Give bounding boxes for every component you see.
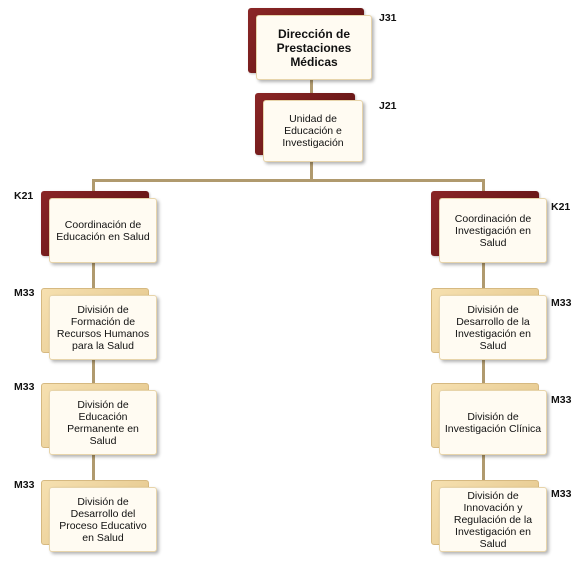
node-division-desarrollo-educativo[interactable]: División de Desarrollo del Proceso Educa… xyxy=(41,480,157,552)
connector-right-column xyxy=(482,262,485,487)
code-division-innovacion: M33 xyxy=(551,488,572,500)
code-division-formacion: M33 xyxy=(14,287,35,299)
node-division-educacion-permanente-label: División de Educación Permanente en Salu… xyxy=(49,390,157,455)
node-director-label: Dirección de Prestaciones Médicas xyxy=(256,15,372,80)
node-division-educacion-permanente[interactable]: División de Educación Permanente en Salu… xyxy=(41,383,157,455)
connector-left-column xyxy=(92,262,95,487)
node-unit-label: Unidad de Educación e Investigación xyxy=(263,100,363,162)
node-division-desarrollo-investigacion-label: División de Desarrollo de la Investigaci… xyxy=(439,295,547,360)
code-division-desarrollo-educativo: M33 xyxy=(14,479,35,491)
connector-director-unit xyxy=(310,80,313,94)
code-unit: J21 xyxy=(379,100,397,112)
node-division-investigacion-clinica[interactable]: División de Investigación Clínica xyxy=(431,383,547,455)
node-director[interactable]: Dirección de Prestaciones Médicas xyxy=(248,8,372,80)
node-coordination-education[interactable]: Coordinación de Educación en Salud xyxy=(41,191,157,263)
node-division-formacion[interactable]: División de Formación de Recursos Humano… xyxy=(41,288,157,360)
connector-unit-bar xyxy=(310,160,313,181)
node-unit[interactable]: Unidad de Educación e Investigación xyxy=(255,93,363,162)
code-coordination-research: K21 xyxy=(551,201,571,213)
code-division-desarrollo-investigacion: M33 xyxy=(551,297,572,309)
node-coordination-research-label: Coordinación de Investigación en Salud xyxy=(439,198,547,263)
code-coordination-education: K21 xyxy=(14,190,34,202)
connector-horizontal-bar xyxy=(92,179,485,182)
node-division-investigacion-clinica-label: División de Investigación Clínica xyxy=(439,390,547,455)
code-division-educacion-permanente: M33 xyxy=(14,381,35,393)
node-division-innovacion-label: División de Innovación y Regulación de l… xyxy=(439,487,547,552)
node-coordination-research[interactable]: Coordinación de Investigación en Salud xyxy=(431,191,547,263)
connector-bar-right xyxy=(482,179,485,191)
code-division-investigacion-clinica: M33 xyxy=(551,394,572,406)
node-division-innovacion[interactable]: División de Innovación y Regulación de l… xyxy=(431,480,547,552)
connector-bar-left xyxy=(92,179,95,191)
node-division-desarrollo-educativo-label: División de Desarrollo del Proceso Educa… xyxy=(49,487,157,552)
node-division-desarrollo-investigacion[interactable]: División de Desarrollo de la Investigaci… xyxy=(431,288,547,360)
node-coordination-education-label: Coordinación de Educación en Salud xyxy=(49,198,157,263)
node-division-formacion-label: División de Formación de Recursos Humano… xyxy=(49,295,157,360)
code-director: J31 xyxy=(379,12,397,24)
